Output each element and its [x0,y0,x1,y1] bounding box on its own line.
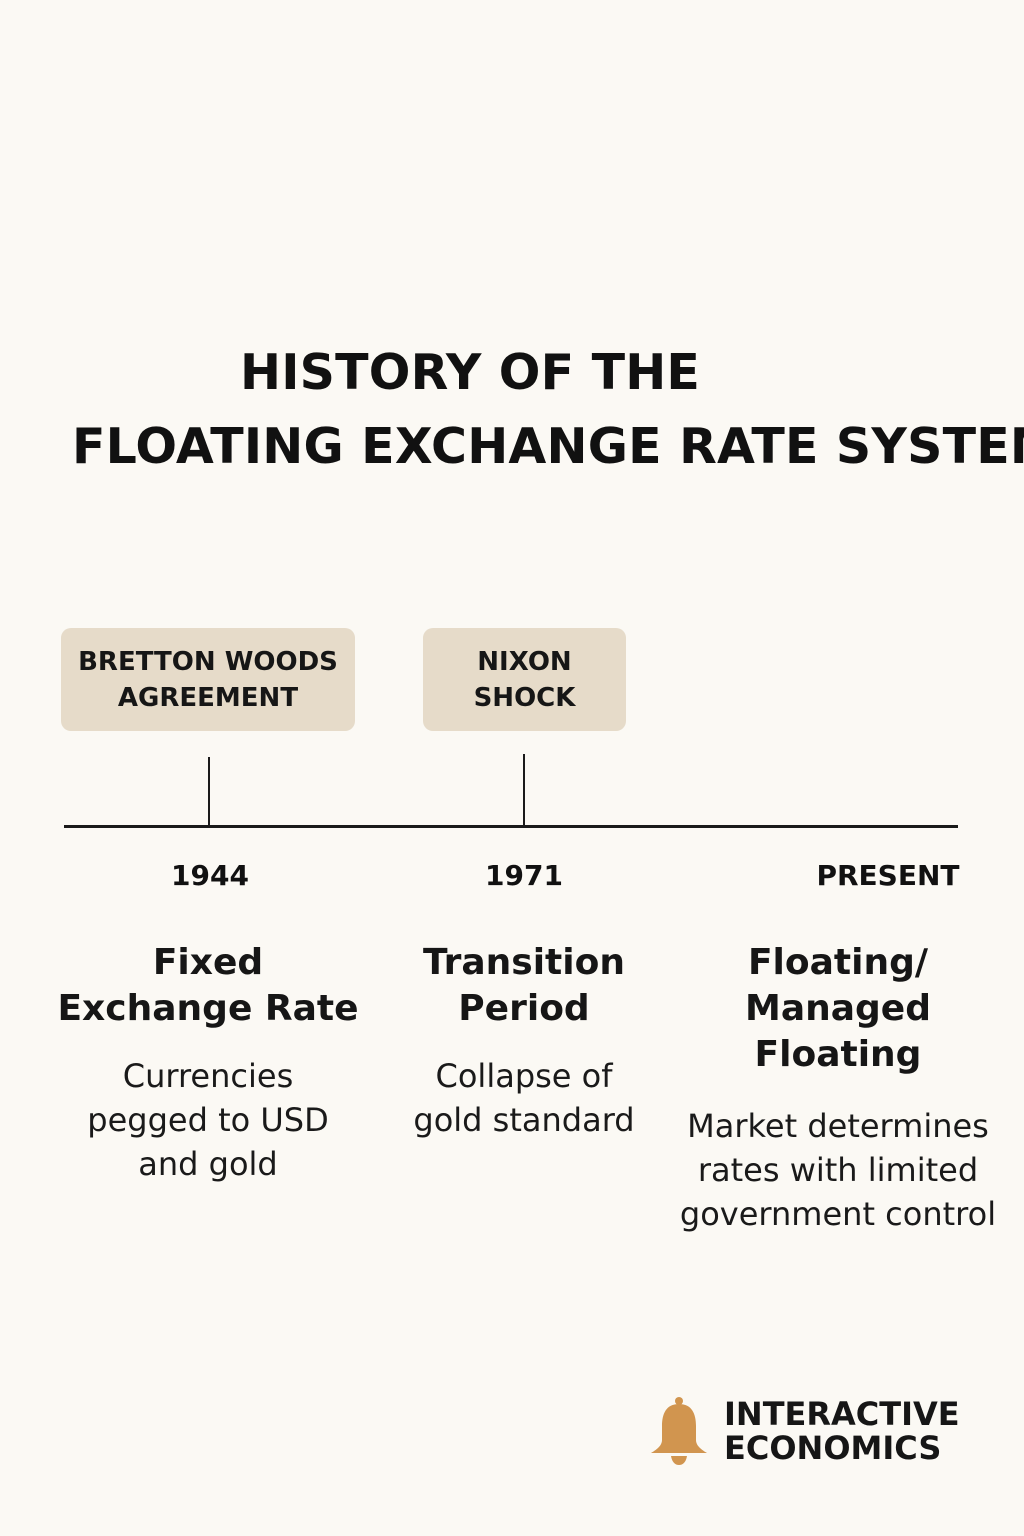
timeline-tick-1944 [208,757,210,827]
brand-name-line: ECONOMICS [724,1429,942,1467]
timeline-tick-1971 [523,754,525,827]
phase-title-line: Fixed [152,942,264,983]
phase-title-line: Period [458,988,590,1029]
phase-title-line: Managed [745,988,931,1029]
phase-description: Collapse of gold standard [364,1054,684,1142]
phase-description-line: and gold [138,1145,278,1183]
brand-name-line: INTERACTIVE [724,1395,960,1433]
phase-title: Fixed Exchange Rate [48,940,368,1032]
phase-description: Market determines rates with limited gov… [668,1104,1008,1236]
event-label-line: SHOCK [473,682,576,713]
brand-logo: INTERACTIVE ECONOMICS [648,1396,960,1466]
event-label-line: AGREEMENT [117,682,299,713]
phase-description-line: gold standard [413,1101,635,1139]
phase-description-line: rates with limited [697,1151,979,1189]
phase-description-line: Collapse of [435,1057,613,1095]
phase-title-line: Floating [754,1034,922,1075]
phase-description-line: Currencies [122,1057,294,1095]
year-label-present: PRESENT [816,859,960,892]
timeline-axis [64,825,958,828]
phase-description-line: pegged to USD [87,1101,329,1139]
title-line-1: HISTORY OF THE [240,344,701,401]
phase-fixed-exchange-rate: Fixed Exchange Rate Currencies pegged to… [48,940,368,1186]
phase-title-line: Exchange Rate [57,988,359,1029]
phase-floating-managed: Floating/ Managed Floating Market determ… [668,940,1008,1236]
year-label-1944: 1944 [171,859,249,892]
phase-description-line: Market determines [687,1107,989,1145]
phase-transition-period: Transition Period Collapse of gold stand… [364,940,684,1142]
phase-description-line: government control [679,1195,997,1233]
event-box-nixon-shock: NIXON SHOCK [423,628,626,731]
brand-name: INTERACTIVE ECONOMICS [724,1397,960,1465]
phase-title-line: Floating/ [747,942,929,983]
phase-description: Currencies pegged to USD and gold [48,1054,368,1186]
phase-title-line: Transition [423,942,625,983]
bell-icon [651,1397,707,1465]
event-box-bretton-woods: BRETTON WOODS AGREEMENT [61,628,355,731]
year-label-1971: 1971 [485,859,563,892]
phase-title: Floating/ Managed Floating [668,940,1008,1078]
phase-title: Transition Period [364,940,684,1032]
title-line-2: FLOATING EXCHANGE RATE SYSTEM [72,418,1024,475]
event-label-line: NIXON [477,646,572,677]
event-label-line: BRETTON WOODS [78,646,338,677]
